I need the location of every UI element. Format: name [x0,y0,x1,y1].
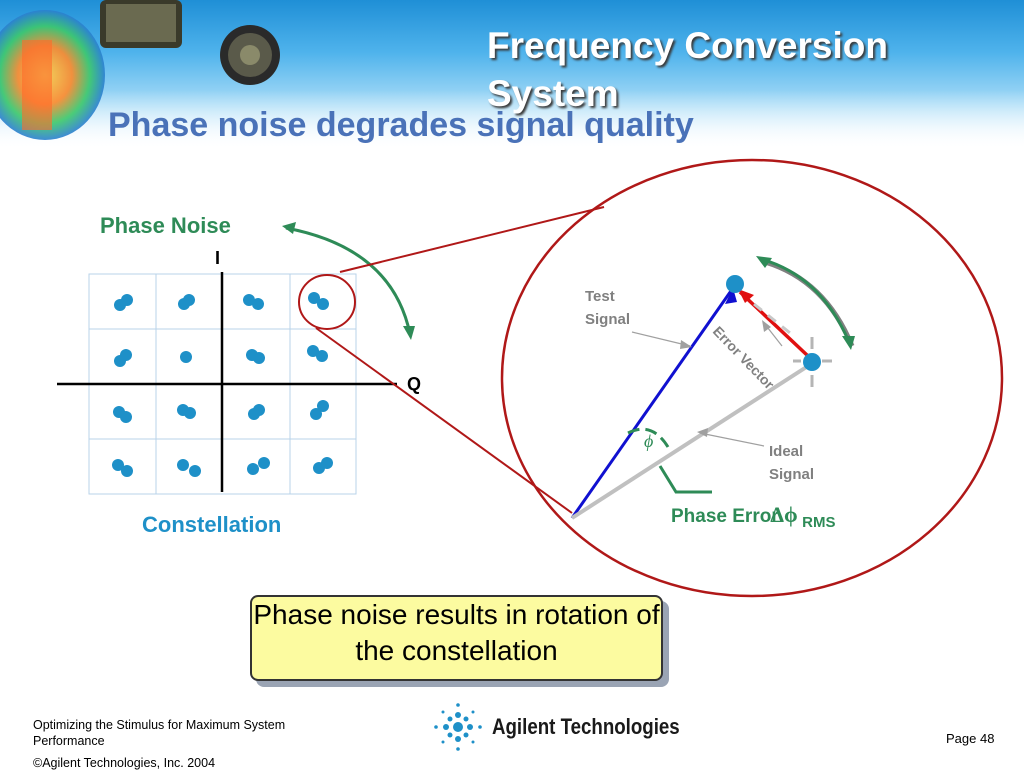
agilent-spark-logo-icon [434,703,482,751]
ideal-signal-vector [570,364,810,520]
header-decor-image [0,0,280,140]
callout-box: Phase noise results in rotation of the c… [250,595,663,681]
constellation-point [114,294,133,311]
ideal-signal-leader [699,432,765,447]
page-number: Page 48 [946,731,995,746]
rotation-arc-shadow [764,259,855,347]
phase-noise-label: Phase Noise [100,213,231,238]
constellation-point [177,404,196,419]
test-signal-label: Test Signal [585,288,631,328]
footer-copyright: ©Agilent Technologies, Inc. 2004 [33,756,216,770]
spectrum-bars-image [22,40,52,130]
constellation-point [310,400,329,420]
phase-angle-arc [627,427,670,448]
constellation-point [247,457,270,475]
highlight-circle [298,274,356,330]
phase-error-bracket [658,465,712,494]
phase-error-label: Phase Error [671,506,779,527]
zoom-connector-bottom [315,327,573,514]
constellation-point [313,457,333,474]
constellation-point [178,294,195,310]
callout-text: Phase noise results in rotation of the c… [253,599,660,666]
zoom-circle [500,158,1004,598]
error-vector [738,290,810,358]
constellation-points [112,292,333,477]
delta-phi-symbol: Δϕ [770,502,798,527]
constellation-point [112,459,133,477]
constellation-point [180,351,192,363]
phi-symbol: ϕ [644,431,653,451]
rotation-arc [760,257,851,343]
ideal-signal-point [803,353,821,371]
footer-course-title: Optimizing the Stimulus for Maximum Syst… [33,718,286,748]
constellation-point [113,406,132,423]
agilent-brand-name: Agilent Technologies [492,714,680,739]
test-signal-leader [631,331,691,347]
error-vector-label: Error Vector [710,323,778,393]
phase-error-group: Phase Error Δϕ RMS [671,502,836,531]
constellation-point [248,404,265,420]
test-signal-vector [570,287,735,519]
constellation-point [308,292,329,310]
slide-title: Frequency Conversion System [487,25,888,114]
test-signal-point [726,275,744,293]
zoom-connector-top [339,206,605,273]
constellation-point [114,349,132,367]
i-axis-label: I [215,248,221,268]
constellation-point [307,345,328,362]
rms-subscript: RMS [802,514,836,531]
ideal-signal-label: Ideal Signal [769,443,815,483]
constellation-point [243,294,264,310]
constellation-caption: Constellation [142,512,282,537]
q-axis-label: Q [407,374,422,394]
slide-subtitle: Phase noise degrades signal quality [108,106,694,144]
constellation-point [246,349,265,364]
header-fade [0,90,1024,150]
constellation-point [177,459,201,477]
